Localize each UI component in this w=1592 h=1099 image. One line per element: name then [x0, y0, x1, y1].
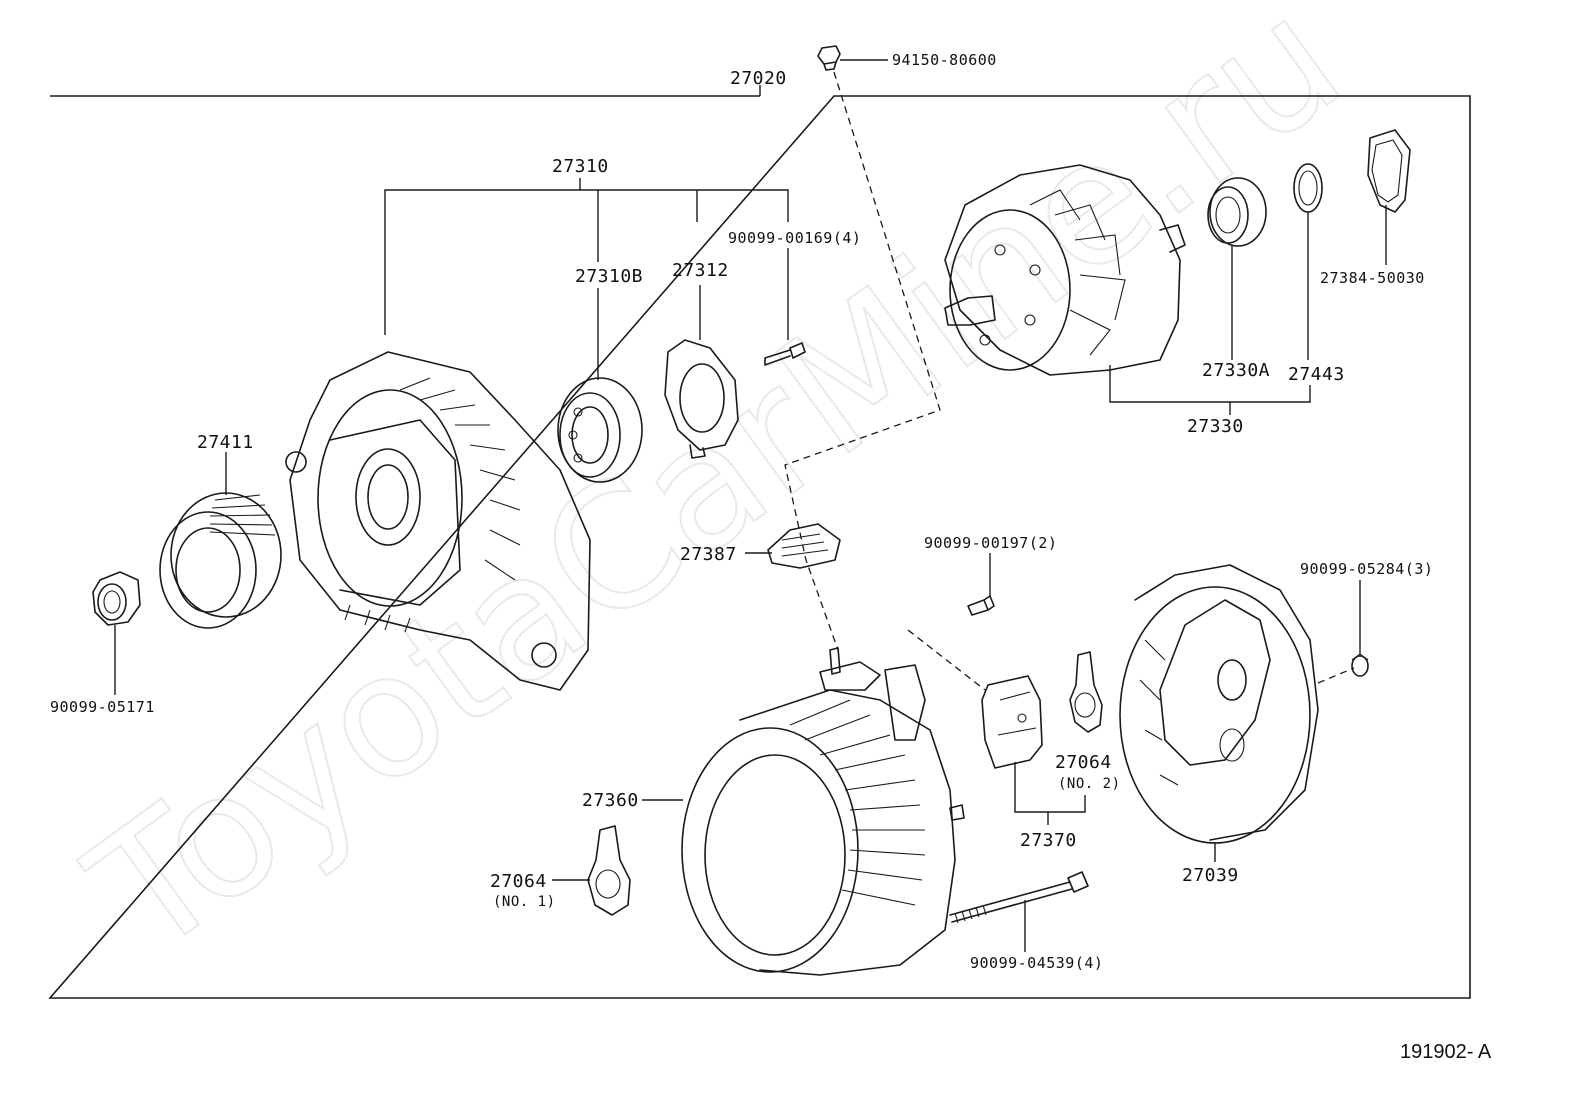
insulator-icon [767, 523, 841, 569]
drive-end-frame-icon [285, 351, 591, 691]
retainer-plate-icon [664, 339, 739, 459]
plate-no2-icon [1069, 651, 1103, 733]
label-27330A: 27330A [1202, 360, 1270, 381]
label-no1: (NO. 1) [493, 894, 556, 910]
rear-cover-icon [1119, 564, 1319, 844]
screw-small-icon [967, 595, 995, 616]
stator-icon [681, 647, 965, 976]
label-27443: 27443 [1288, 364, 1345, 385]
bearing-rear-icon [1207, 177, 1267, 247]
label-27020: 27020 [730, 68, 787, 89]
collar-ring-icon [1293, 163, 1323, 213]
through-bolt-icon [949, 871, 1089, 924]
figure-number: 191902- A [1400, 1041, 1492, 1063]
assembly-path [784, 71, 941, 651]
assembly-frame [48, 95, 1471, 999]
cover-ring-icon [1367, 129, 1411, 213]
label-no2: (NO. 2) [1058, 776, 1121, 792]
label-27384-50030: 27384-50030 [1320, 269, 1425, 287]
screw-icon [764, 342, 806, 366]
label-27360: 27360 [582, 790, 639, 811]
label-27387: 27387 [680, 544, 737, 565]
watermark: ToyotaCarMine.ru [57, 0, 1376, 994]
label-27064-no2: 27064 [1055, 752, 1112, 773]
bolt-top-icon [817, 45, 841, 71]
rotor-icon [944, 164, 1186, 376]
label-94150-80600: 94150-80600 [892, 51, 997, 69]
label-90099-04539: 90099-04539(4) [970, 954, 1103, 972]
label-27064-no1: 27064 [490, 871, 547, 892]
label-27310: 27310 [552, 156, 609, 177]
label-27310B: 27310B [575, 266, 643, 287]
label-90099-05284: 90099-05284(3) [1300, 560, 1433, 578]
label-90099-05171: 90099-05171 [50, 698, 155, 716]
nut-icon [92, 571, 141, 626]
label-27039: 27039 [1182, 865, 1239, 886]
label-90099-00197: 90099-00197(2) [924, 534, 1057, 552]
plate-no1-icon [587, 825, 631, 916]
label-27312: 27312 [672, 260, 729, 281]
label-27370: 27370 [1020, 830, 1077, 851]
label-27330: 27330 [1187, 416, 1244, 437]
brush-holder-icon [981, 675, 1043, 769]
pulley-icon [159, 492, 282, 629]
label-90099-00169: 90099-00169(4) [728, 229, 861, 247]
bearing-front-icon [557, 377, 643, 483]
nut-small-icon [1351, 653, 1369, 677]
label-27411: 27411 [197, 432, 254, 453]
